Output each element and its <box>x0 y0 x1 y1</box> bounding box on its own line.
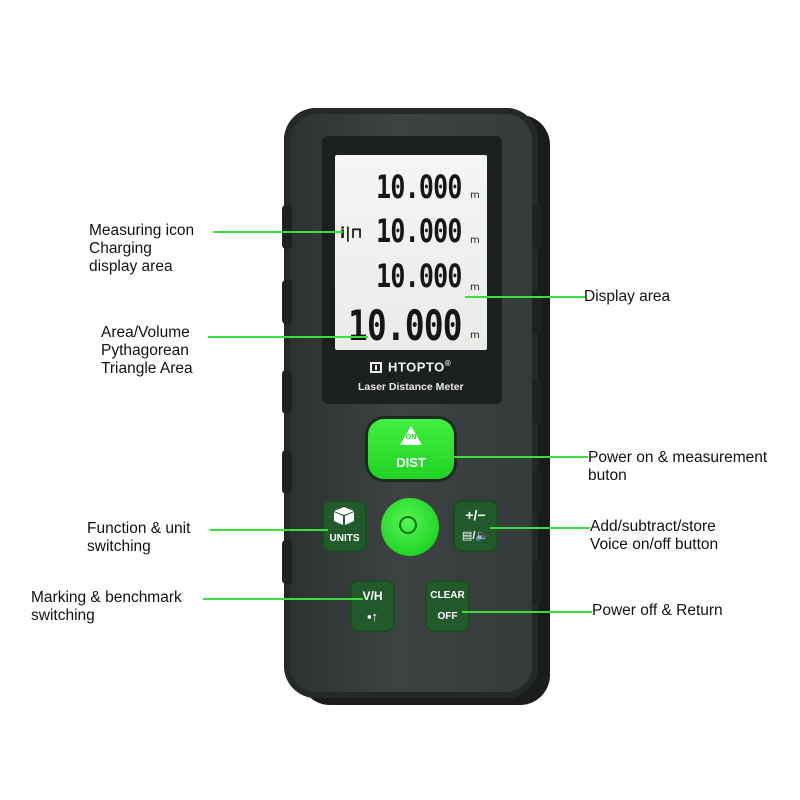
callout-text: buton <box>588 467 627 484</box>
callout-add-subtract: Add/subtract/store Voice on/off button <box>590 518 718 554</box>
callout-text: Charging <box>89 240 152 257</box>
laser-aperture-button[interactable] <box>381 498 439 556</box>
registered-mark: ® <box>444 359 452 368</box>
callout-text: Triangle Area <box>101 360 193 377</box>
lcd-main-value: 10.000 <box>348 301 462 350</box>
units-button[interactable]: UNITS <box>322 500 367 552</box>
leader-marking <box>203 598 363 600</box>
side-grip <box>282 370 292 414</box>
side-grip <box>282 450 292 494</box>
callout-text: display area <box>89 258 173 275</box>
side-grip <box>532 380 542 424</box>
leader-area-volume <box>208 336 368 338</box>
on-dist-button[interactable]: ON DIST <box>368 419 454 479</box>
callout-text: Measuring icon <box>89 222 195 239</box>
callout-text: Area/Volume <box>101 324 190 341</box>
callout-text: Add/subtract/store <box>590 518 716 535</box>
leader-add-subtract <box>490 527 590 529</box>
dist-label: DIST <box>396 455 426 470</box>
lcd-row-3-unit: m <box>470 282 480 293</box>
callout-text: Display area <box>584 288 671 305</box>
callout-power-on: Power on & measurement buton <box>588 449 767 485</box>
brand-text: HTOPTO <box>388 359 445 375</box>
side-grip <box>282 540 292 584</box>
side-grip <box>532 205 542 249</box>
vh-button[interactable]: V/H ▪↑ <box>350 580 395 632</box>
off-label: OFF <box>437 611 458 622</box>
cube-icon <box>334 507 354 525</box>
lcd-row-3-value: 10.000 <box>376 257 463 295</box>
callout-marking: Marking & benchmark switching <box>31 589 182 625</box>
callout-measuring-icon: Measuring icon Charging display area <box>89 222 194 276</box>
laser-triangle-icon <box>400 426 422 445</box>
brand-name: HTOPTO® <box>370 359 451 374</box>
leader-measuring-icon <box>213 231 343 233</box>
clear-off-button[interactable]: CLEAR OFF <box>425 580 470 632</box>
callout-text: switching <box>31 607 95 624</box>
lcd-row-2-unit: m <box>470 235 480 246</box>
callout-text: Power off & Return <box>592 602 723 619</box>
brand-logo-icon <box>370 362 382 374</box>
callout-area-volume: Area/Volume Pythagorean Triangle Area <box>101 324 193 378</box>
product-tagline: Laser Distance Meter <box>358 381 464 393</box>
side-grip <box>532 290 542 334</box>
callout-text: Pythagorean <box>101 342 189 359</box>
lcd-row-1-value: 10.000 <box>376 168 463 206</box>
leader-power-on <box>440 456 588 458</box>
callout-function-unit: Function & unit switching <box>87 520 190 556</box>
side-grip <box>532 560 542 604</box>
vh-label: V/H <box>362 589 383 603</box>
side-grip <box>282 205 292 249</box>
callout-text: switching <box>87 538 151 555</box>
plus-minus-button[interactable]: +/− ▤/🔈 <box>453 500 498 552</box>
clear-label: CLEAR <box>430 590 465 601</box>
benchmark-icon: ▪↑ <box>366 609 379 624</box>
lcd-display <box>335 155 487 350</box>
callout-display-area: Display area <box>584 288 670 306</box>
on-label: ON <box>405 434 417 441</box>
leader-power-off <box>462 611 592 613</box>
aperture-ring-icon <box>399 516 417 534</box>
plus-minus-label: +/− <box>465 507 486 523</box>
leader-function-unit <box>210 529 328 531</box>
measuring-icon: i|⊓ <box>340 224 363 242</box>
callout-text: Marking & benchmark <box>31 589 182 606</box>
callout-power-off: Power off & Return <box>592 602 723 620</box>
side-grip <box>282 280 292 324</box>
callout-text: Function & unit <box>87 520 191 537</box>
side-grip <box>532 470 542 514</box>
callout-text: Voice on/off button <box>590 536 719 553</box>
leader-display-area <box>465 296 585 298</box>
callout-text: Power on & measurement <box>588 449 768 466</box>
store-voice-icon: ▤/🔈 <box>461 530 490 542</box>
lcd-main-unit: m <box>470 330 480 341</box>
lcd-row-1-unit: m <box>470 190 480 201</box>
lcd-row-2-value: 10.000 <box>376 212 463 250</box>
units-label: UNITS <box>329 533 360 544</box>
